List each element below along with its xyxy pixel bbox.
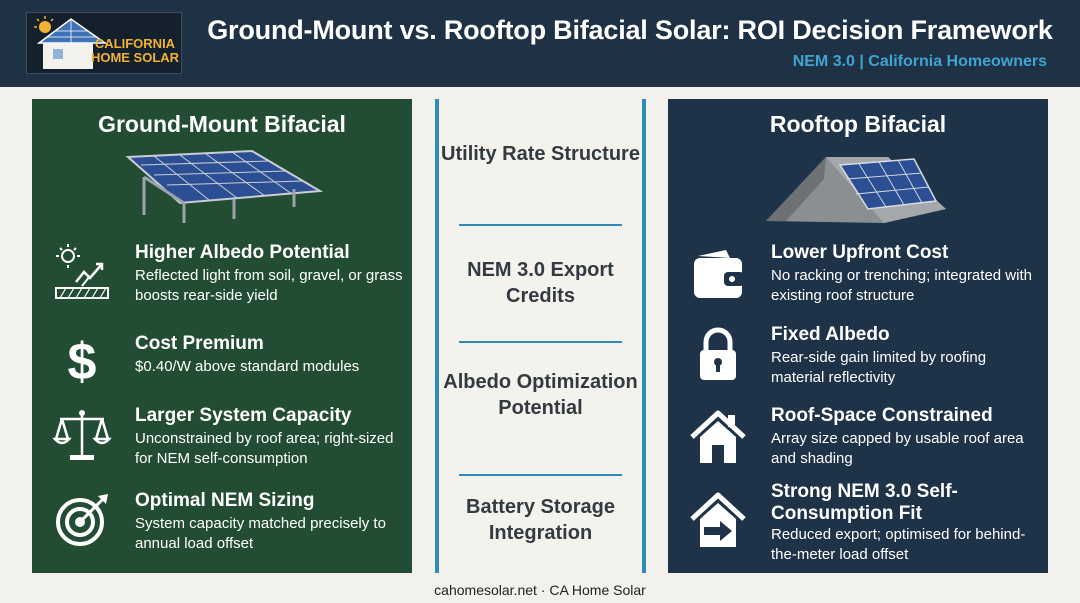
ground-mount-panel: Ground-Mount Bifacial [32,99,412,573]
ground-mount-title: Ground-Mount Bifacial [98,111,346,137]
criteria-divider [459,341,622,343]
criterion-nem-export: NEM 3.0 Export Credits [467,259,614,307]
house-icon [690,410,746,463]
item-title: Higher Albedo Potential [135,242,350,263]
item-description: Unconstrained by roof area; right-sized … [135,430,394,467]
rooftop-panel: Rooftop Bifacial Lower Upfront Cost No r… [668,99,1048,573]
criterion-utility-rate: Utility Rate Structure [441,143,640,165]
lock-icon [700,327,736,380]
ground-mount-array-icon [125,149,324,223]
logo-house-icon [34,16,108,69]
footer-credit: cahomesolar.net · CA Home Solar [434,582,646,598]
item-title: Strong NEM 3.0 Self-Consumption Fit [771,481,958,524]
item-description: Reflected light from soil, gravel, or gr… [135,267,403,304]
criterion-albedo: Albedo Optimization Potential [443,371,638,419]
criteria-divider [459,224,622,226]
page-title: Ground-Mount vs. Rooftop Bifacial Solar:… [207,15,1053,45]
header-bar: CALIFORNIA HOME SOLAR Ground-Mount vs. R… [0,0,1080,87]
svg-text:$: $ [68,333,97,389]
item-description: Reduced export; optimised for behind-the… [771,526,1026,563]
company-logo: CALIFORNIA HOME SOLAR [26,12,182,74]
criteria-divider [459,474,622,476]
albedo-sun-icon [55,244,109,299]
item-description: $0.40/W above standard modules [135,358,360,375]
rooftop-title: Rooftop Bifacial [769,111,947,137]
balance-scale-icon [52,410,112,460]
dollar-icon: $ [68,333,97,389]
logo-line-1: CALIFORNIA [94,36,176,51]
item-description: Rear-side gain limited by roofing materi… [771,349,987,386]
decision-criteria-column: Utility Rate Structure NEM 3.0 Export Cr… [435,99,646,573]
house-arrow-icon [690,492,746,547]
page-subtitle: NEM 3.0 | California Homeowners [792,53,1047,70]
item-description: No racking or trenching; integrated with… [771,267,1032,304]
item-title: Cost Premium [135,333,264,354]
item-description: Array size capped by usable roof area an… [771,430,1024,467]
criterion-battery: Battery Storage Integration [466,496,615,544]
wallet-icon [694,250,744,298]
item-title: Roof-Space Constrained [771,405,993,426]
target-icon [56,494,108,546]
item-description: System capacity matched precisely to ann… [135,515,386,552]
logo-text: CALIFORNIA HOME SOLAR [89,37,181,65]
item-title: Optimal NEM Sizing [135,490,315,511]
item-title: Fixed Albedo [771,324,890,345]
item-title: Lower Upfront Cost [771,242,949,263]
item-title: Larger System Capacity [135,405,352,426]
logo-line-2: HOME SOLAR [90,50,180,65]
rooftop-array-icon [766,157,946,223]
